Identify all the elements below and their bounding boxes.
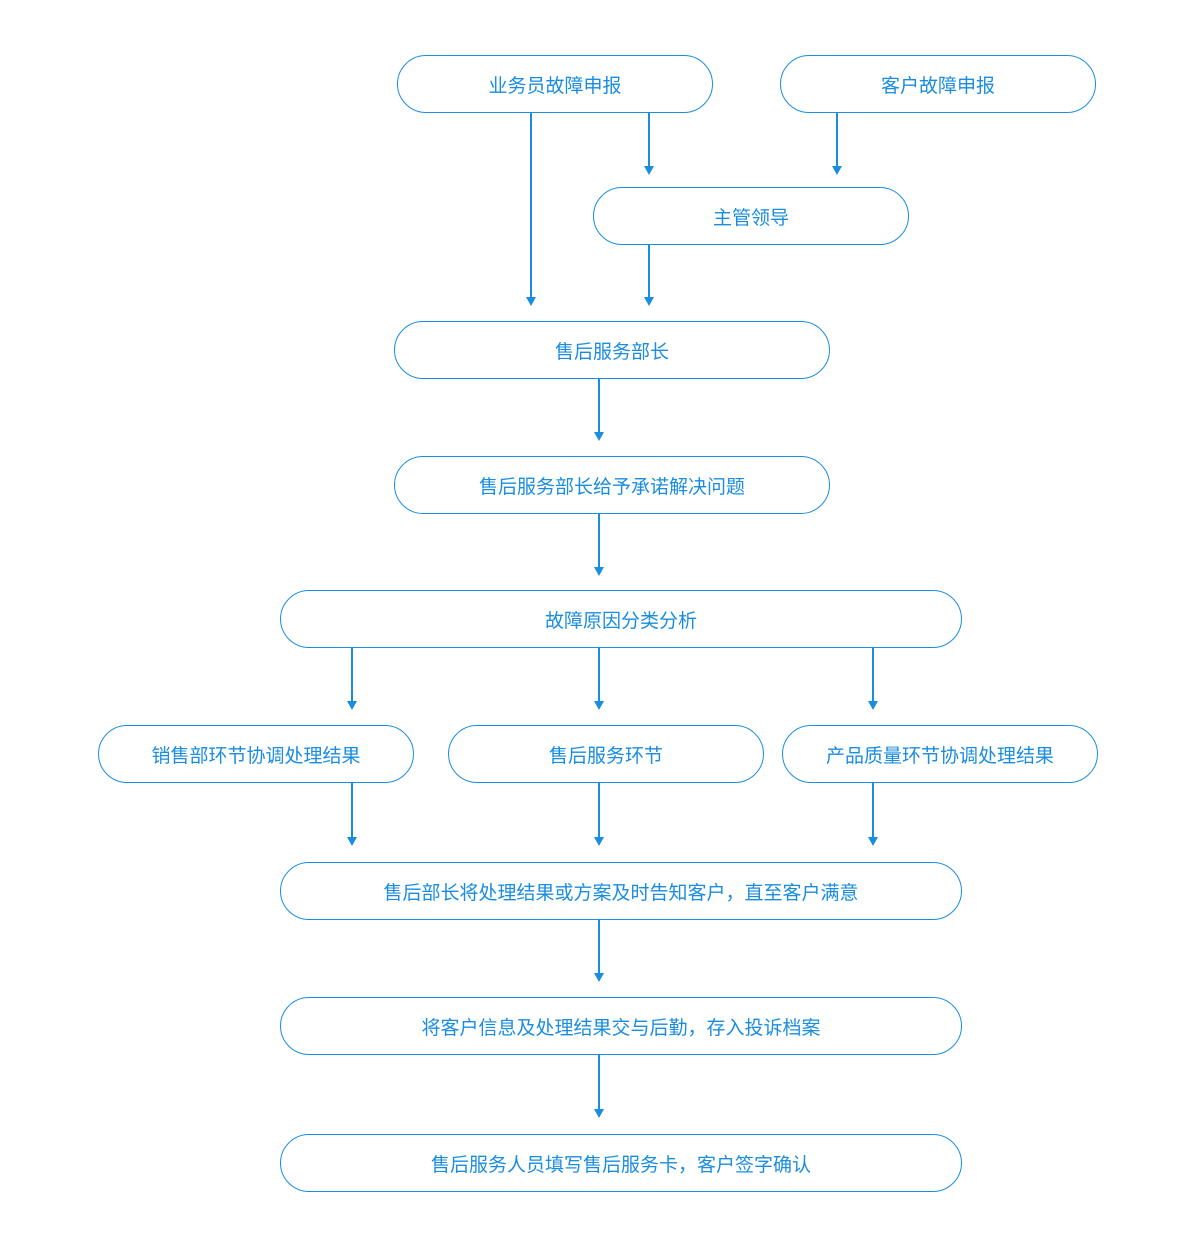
arrow-after-sales-to-notify-head: [594, 837, 604, 846]
arrow-quality-to-notify: [868, 783, 878, 846]
after-sales-stage-node: 售后服务环节: [448, 725, 764, 783]
quality-coordination-node: 产品质量环节协调处理结果: [782, 725, 1098, 783]
arrow-notify-to-archive-head: [594, 973, 604, 982]
arrow-supervisor-to-minister-head: [644, 297, 654, 306]
arrow-commitment-to-analysis-head: [594, 567, 604, 576]
arrow-archive-to-card: [594, 1055, 604, 1118]
arrow-customer-to-supervisor: [832, 113, 842, 175]
arrow-sales-to-notify-head: [347, 837, 357, 846]
arrow-analysis-to-after-sales-head: [594, 701, 604, 710]
notify-customer-node: 售后部长将处理结果或方案及时告知客户，直至客户满意: [280, 862, 962, 920]
supervisor-node: 主管领导: [593, 187, 909, 245]
arrow-sales-to-notify: [347, 783, 357, 846]
arrow-salesman-to-minister-head: [526, 297, 536, 306]
arrow-after-sales-to-notify: [594, 783, 604, 846]
arrow-notify-to-archive: [594, 920, 604, 982]
arrow-supervisor-to-minister: [644, 245, 654, 306]
fault-cause-analysis-node: 故障原因分类分析: [280, 590, 962, 648]
arrow-salesman-to-supervisor-head: [644, 166, 654, 175]
arrow-minister-to-commitment: [594, 379, 604, 441]
arrow-salesman-to-minister: [526, 113, 536, 306]
arrow-commitment-to-analysis: [594, 514, 604, 576]
sales-coordination-node: 销售部环节协调处理结果: [98, 725, 414, 783]
arrow-analysis-to-sales-head: [347, 701, 357, 710]
archive-complaint-node: 将客户信息及处理结果交与后勤，存入投诉档案: [280, 997, 962, 1055]
after-sales-minister-node: 售后服务部长: [394, 321, 830, 379]
arrow-salesman-to-supervisor: [644, 113, 654, 175]
arrow-analysis-to-sales: [347, 648, 357, 710]
arrow-analysis-to-quality: [868, 648, 878, 710]
arrow-analysis-to-after-sales: [594, 648, 604, 710]
salesman-fault-report-node: 业务员故障申报: [397, 55, 713, 113]
arrow-customer-to-supervisor-head: [832, 166, 842, 175]
service-card-node: 售后服务人员填写售后服务卡，客户签字确认: [280, 1134, 962, 1192]
arrow-archive-to-card-head: [594, 1109, 604, 1118]
arrow-analysis-to-quality-head: [868, 701, 878, 710]
customer-fault-report-node: 客户故障申报: [780, 55, 1096, 113]
arrow-quality-to-notify-head: [868, 837, 878, 846]
minister-commitment-node: 售后服务部长给予承诺解决问题: [394, 456, 830, 514]
arrow-minister-to-commitment-head: [594, 432, 604, 441]
